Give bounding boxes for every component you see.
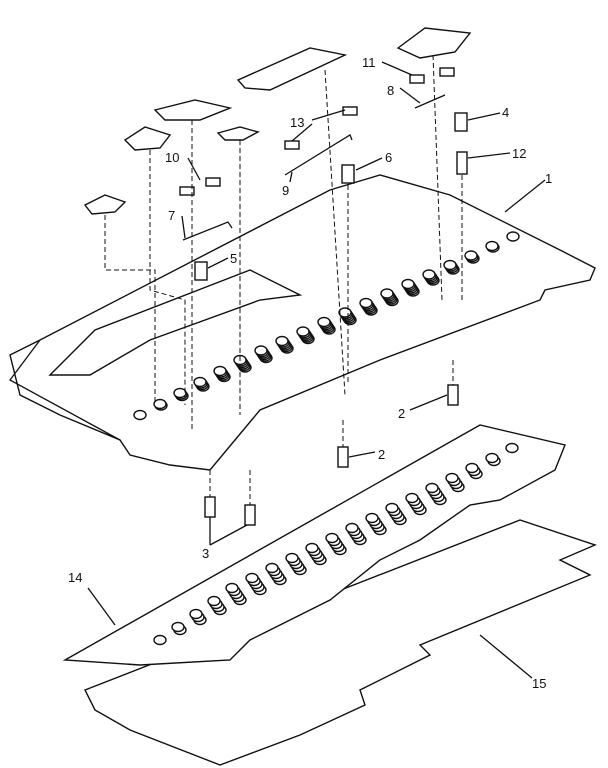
key-dome xyxy=(401,278,415,290)
key-dome xyxy=(225,582,239,594)
key-dome xyxy=(245,572,259,584)
spring-4 xyxy=(454,112,468,132)
key-dome xyxy=(380,288,394,299)
key-dome xyxy=(405,492,419,504)
key-dome xyxy=(345,522,359,534)
key-dome xyxy=(465,462,479,474)
key-dome xyxy=(173,387,187,399)
key-dome xyxy=(296,326,310,337)
peg-2 xyxy=(337,446,349,468)
clip-13 xyxy=(284,140,300,150)
key-dome xyxy=(193,376,207,388)
key-dome xyxy=(359,297,373,309)
plunger-12 xyxy=(456,151,468,175)
callout-3: 3 xyxy=(202,546,209,561)
callout-1: 1 xyxy=(545,171,552,186)
keycap xyxy=(396,27,472,59)
clip-10 xyxy=(179,186,195,196)
peg-3 xyxy=(244,504,256,526)
keyboard-frame-1 xyxy=(9,174,596,471)
callout-14: 14 xyxy=(68,570,82,585)
frame-recess xyxy=(48,269,303,376)
key-dome xyxy=(443,259,457,271)
keycap xyxy=(153,99,233,121)
key-dome xyxy=(189,608,203,620)
key-dome xyxy=(275,335,289,347)
key-dome xyxy=(171,621,185,633)
key-dome xyxy=(425,482,439,494)
key-dome xyxy=(422,269,436,280)
key-dome xyxy=(254,345,268,356)
key-dome xyxy=(445,472,459,484)
clip-11 xyxy=(439,67,455,77)
key-dome xyxy=(385,502,399,514)
key-dome xyxy=(338,307,352,318)
key-plungers xyxy=(133,231,520,421)
callout-6: 6 xyxy=(385,150,392,165)
clip-11 xyxy=(409,74,425,84)
key-dome xyxy=(506,231,520,242)
spacebar-keycap xyxy=(236,47,348,91)
keycap xyxy=(83,194,127,215)
callout-5: 5 xyxy=(230,251,237,266)
leader-lines xyxy=(87,61,546,679)
keycap xyxy=(123,126,172,151)
key-dome xyxy=(207,595,221,607)
key-dome xyxy=(285,552,299,564)
peg-2 xyxy=(447,384,459,406)
clip-10 xyxy=(205,177,221,187)
callout-10: 10 xyxy=(165,150,179,165)
key-dome xyxy=(505,442,519,454)
callout-4: 4 xyxy=(502,105,509,120)
callout-11: 11 xyxy=(362,55,376,70)
wire-7 xyxy=(182,221,233,241)
clip-13 xyxy=(342,106,358,116)
membrane-key-domes xyxy=(153,442,519,646)
callout-2: 2 xyxy=(378,447,385,462)
callout-12: 12 xyxy=(512,146,526,161)
key-dome xyxy=(365,512,379,524)
circuit-sheet-15 xyxy=(84,519,597,766)
key-dome xyxy=(305,542,319,554)
key-dome xyxy=(325,532,339,544)
key-dome xyxy=(153,398,167,410)
wire-9 xyxy=(284,134,353,176)
wire-8 xyxy=(414,94,446,109)
spring-6 xyxy=(341,164,355,184)
key-dome xyxy=(213,365,227,377)
key-dome xyxy=(464,250,478,261)
callout-9: 9 xyxy=(282,183,289,198)
key-dome xyxy=(133,409,147,421)
key-dome xyxy=(485,240,499,252)
callout-8: 8 xyxy=(387,83,394,98)
key-dome xyxy=(317,316,331,328)
callout-7: 7 xyxy=(168,208,175,223)
callout-13: 13 xyxy=(290,115,304,130)
callout-2: 2 xyxy=(398,406,405,421)
peg-3 xyxy=(204,496,216,518)
key-dome xyxy=(153,634,167,646)
key-dome xyxy=(265,562,279,574)
key-dome xyxy=(485,452,499,464)
spring-5 xyxy=(194,261,208,281)
callout-15: 15 xyxy=(532,676,546,691)
keycap xyxy=(216,126,260,141)
